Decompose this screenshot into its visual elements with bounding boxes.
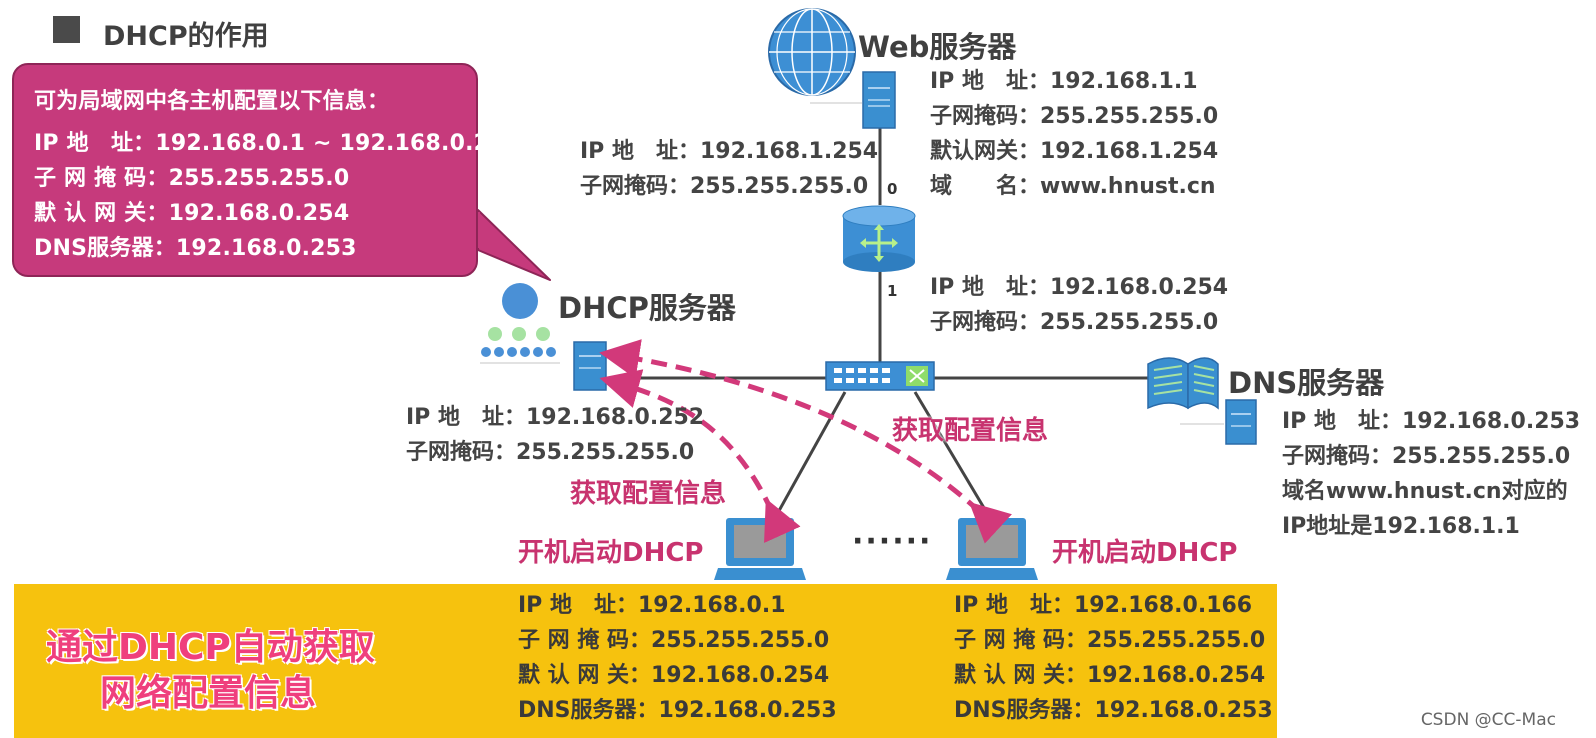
- host-left-gateway: 默 认 网 关：192.168.0.254: [518, 663, 830, 688]
- router-port1-ip: IP 地 址：192.168.0.254: [930, 275, 1229, 300]
- host-right-gateway: 默 认 网 关：192.168.0.254: [954, 663, 1266, 688]
- dns-book-icon: [1147, 357, 1219, 410]
- switch-icon: [825, 361, 935, 391]
- dns-domain-line1: 域名www.hnust.cn对应的: [1282, 479, 1568, 504]
- callout-gateway: 默 认 网 关：192.168.0.254: [34, 201, 350, 226]
- web-gateway: 默认网关：192.168.1.254: [930, 139, 1219, 164]
- host-left-label: 开机启动DHCP: [518, 538, 704, 568]
- flow-label-left: 获取配置信息: [570, 479, 727, 509]
- page-title: DHCP的作用: [103, 21, 269, 52]
- callout-ip: IP 地 址：192.168.0.1 ~ 192.168.0.251: [34, 131, 521, 156]
- web-server-icon: [862, 71, 896, 129]
- router-port0-mask: 子网掩码：255.255.255.0: [580, 174, 869, 199]
- router-icon: [842, 205, 916, 272]
- router-port0-info: IP 地 址：192.168.1.254 子网掩码：255.255.255.0: [580, 134, 878, 204]
- dns-domain-line2: IP地址是192.168.1.1: [1282, 514, 1520, 539]
- callout-dns: DNS服务器：192.168.0.253: [34, 236, 357, 261]
- host-right-mask: 子 网 掩 码：255.255.255.0: [954, 628, 1266, 653]
- dns-server-info: IP 地 址：192.168.0.253 子网掩码：255.255.255.0 …: [1282, 404, 1580, 544]
- host-right-ip: IP 地 址：192.168.0.166: [954, 593, 1253, 618]
- host-left-ip: IP 地 址：192.168.0.1: [518, 593, 786, 618]
- host-left-mask: 子 网 掩 码：255.255.255.0: [518, 628, 830, 653]
- router-port1-mask: 子网掩码：255.255.255.0: [930, 310, 1219, 335]
- flow-arrows: [599, 339, 1012, 544]
- globe-icon: [768, 8, 856, 96]
- host-right-info: IP 地 址：192.168.0.166 子 网 掩 码：255.255.255…: [954, 588, 1273, 728]
- flow-label-right: 获取配置信息: [892, 416, 1049, 446]
- host-right-label: 开机启动DHCP: [1052, 538, 1238, 568]
- laptop-left-icon: [714, 518, 806, 580]
- banner-line1: 通过DHCP自动获取: [46, 627, 375, 668]
- host-right-dns: DNS服务器：192.168.0.253: [954, 698, 1273, 723]
- router-port1-info: IP 地 址：192.168.0.254 子网掩码：255.255.255.0: [930, 270, 1228, 340]
- bottom-band: [14, 584, 1277, 738]
- dns-server-label: DNS服务器: [1228, 366, 1385, 400]
- web-server-label: Web服务器: [858, 30, 1017, 64]
- dhcp-mask: 子网掩码：255.255.255.0: [406, 440, 695, 465]
- callout-heading: 可为局域网中各主机配置以下信息：: [34, 89, 390, 114]
- web-domain: 域 名：www.hnust.cn: [930, 174, 1216, 199]
- dhcp-server-info: IP 地 址：192.168.0.252 子网掩码：255.255.255.0: [406, 400, 704, 470]
- watermark: CSDN @CC-Mac: [1420, 710, 1556, 730]
- title-bullet: [53, 16, 80, 43]
- web-ip: IP 地 址：192.168.1.1: [930, 69, 1198, 94]
- dhcp-server-label: DHCP服务器: [558, 291, 736, 325]
- router-port0-ip: IP 地 址：192.168.1.254: [580, 139, 879, 164]
- link-switch-host-left: [773, 391, 847, 519]
- web-mask: 子网掩码：255.255.255.0: [930, 104, 1219, 129]
- banner-line2: 网络配置信息: [100, 673, 317, 714]
- laptop-right-icon: [946, 518, 1038, 580]
- dns-mask: 子网掩码：255.255.255.0: [1282, 444, 1571, 469]
- host-ellipsis: ······: [852, 524, 933, 559]
- web-server-info: IP 地 址：192.168.1.1 子网掩码：255.255.255.0 默认…: [930, 64, 1218, 204]
- router-port1-label: 1: [887, 282, 898, 300]
- flow-right-arrow: [599, 339, 1012, 544]
- router-port0-label: 0: [887, 180, 898, 198]
- host-left-info: IP 地 址：192.168.0.1 子 网 掩 码：255.255.255.0…: [518, 588, 837, 728]
- dhcp-ip: IP 地 址：192.168.0.252: [406, 405, 705, 430]
- callout-mask: 子 网 掩 码：255.255.255.0: [34, 166, 350, 191]
- host-left-dns: DNS服务器：192.168.0.253: [518, 698, 837, 723]
- dns-server-icon: [1180, 399, 1257, 445]
- callout-box: 可为局域网中各主机配置以下信息： IP 地 址：192.168.0.1 ~ 19…: [12, 63, 520, 277]
- dns-ip: IP 地 址：192.168.0.253: [1282, 409, 1581, 434]
